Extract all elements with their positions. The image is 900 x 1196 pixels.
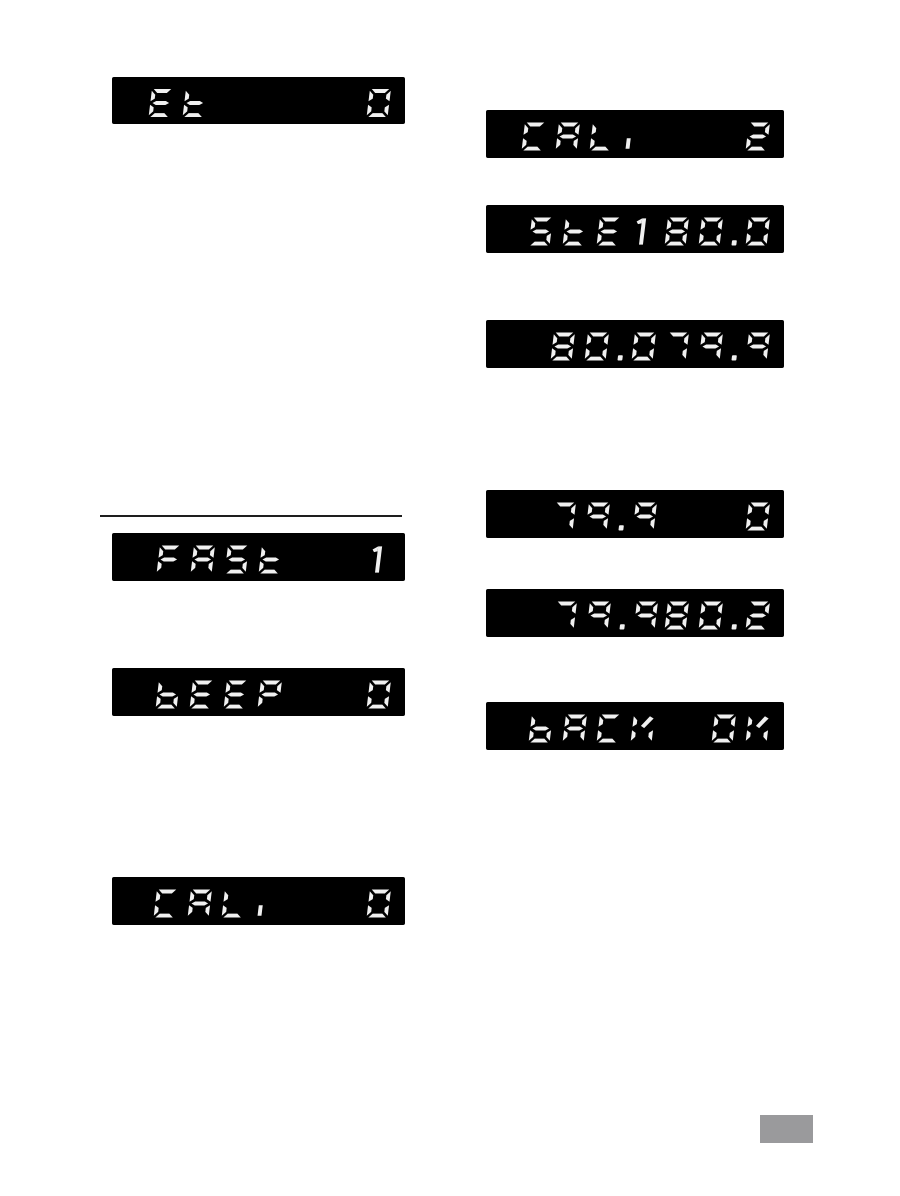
page-number-tab [760, 1115, 813, 1143]
lcd-display-cali-2 [486, 110, 784, 158]
seven-segment-text [556, 502, 770, 531]
seven-segment-text [521, 122, 770, 151]
lcd-display-fast [112, 533, 405, 581]
seven-segment-text [557, 601, 770, 630]
lcd-display-beep [112, 668, 405, 716]
lcd-display-reading-79-0 [486, 490, 784, 538]
seven-segment-text [153, 889, 391, 918]
lcd-display-et [112, 77, 405, 124]
section-divider [100, 515, 402, 517]
seven-segment-text [155, 680, 391, 709]
seven-segment-text [528, 714, 769, 743]
seven-segment-text [148, 89, 391, 117]
seven-segment-text [530, 217, 770, 246]
seven-segment-text [550, 332, 770, 361]
lcd-display-reading-79-80 [486, 589, 784, 637]
seven-segment-text [156, 545, 383, 574]
lcd-display-ste1 [486, 205, 784, 253]
lcd-display-back-ok [486, 702, 784, 750]
lcd-display-reading-80-79 [486, 320, 784, 368]
lcd-display-cali-0 [112, 877, 405, 925]
